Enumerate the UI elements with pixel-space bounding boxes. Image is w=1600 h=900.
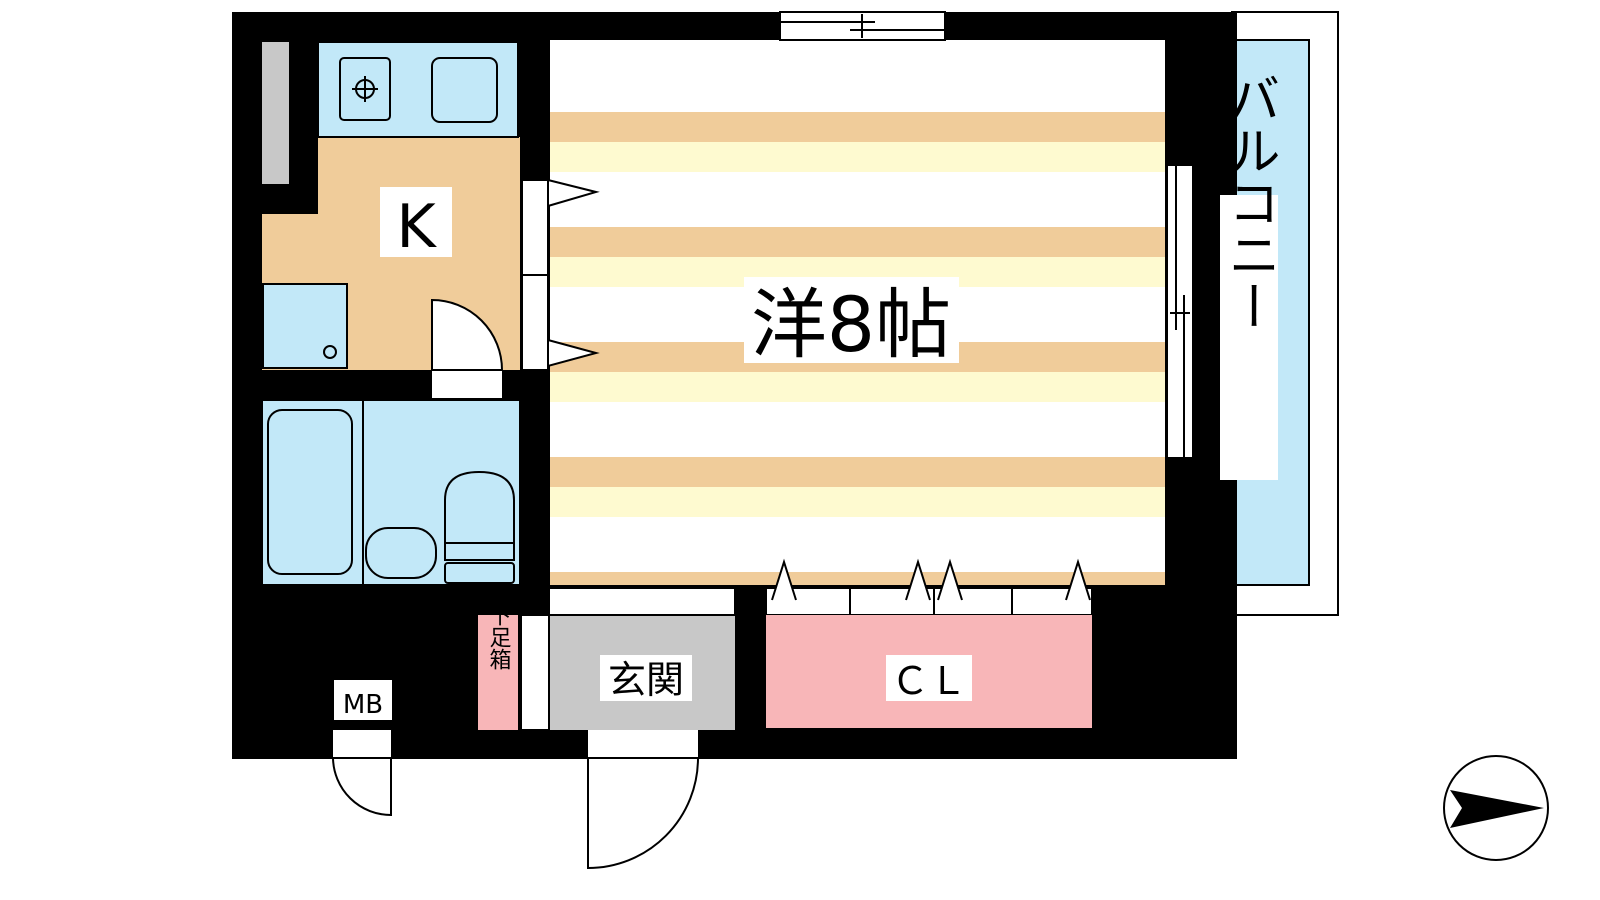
north-arrow-icon — [1443, 755, 1549, 861]
room-door — [521, 178, 600, 371]
kitchen-door — [431, 298, 504, 398]
closet-label-bg — [886, 655, 972, 701]
bathtub-icon — [267, 409, 353, 575]
wall-segment — [1165, 12, 1230, 112]
closet-label: ＣＬ — [891, 659, 967, 703]
entrance-door-frame — [520, 614, 550, 731]
closet-doors — [765, 587, 1093, 616]
wall-segment — [1165, 458, 1195, 588]
meter-box-door — [331, 730, 392, 817]
wall-segment — [520, 40, 550, 180]
shoe-box-label: 下足箱 — [486, 604, 512, 670]
washing-machine-pan-icon — [262, 283, 348, 369]
balcony-window — [1166, 164, 1194, 459]
entrance-door — [587, 730, 700, 870]
washbasin-icon — [365, 527, 437, 579]
western-room-label: 洋8帖 — [751, 280, 951, 369]
balcony-label-bg — [1220, 195, 1278, 480]
kitchen-label-bg — [380, 187, 452, 257]
meter-box-label: MB — [343, 690, 383, 720]
sink-icon — [431, 57, 498, 123]
balcony-label: バルコニー — [1219, 72, 1279, 332]
entrance-step — [548, 587, 736, 616]
shoe-box — [478, 615, 518, 730]
kitchen-label: K — [396, 192, 437, 262]
entrance-label-bg — [600, 655, 692, 701]
closet-door-swings — [771, 558, 1091, 601]
entrance-label: 玄関 — [608, 658, 684, 702]
storage-shelf — [262, 42, 289, 184]
meter-box-label-bg — [334, 680, 392, 720]
top-window — [779, 11, 946, 41]
western-room-label-bg — [744, 277, 959, 363]
toilet-icon — [444, 470, 515, 584]
gas-stove-icon — [339, 57, 391, 121]
